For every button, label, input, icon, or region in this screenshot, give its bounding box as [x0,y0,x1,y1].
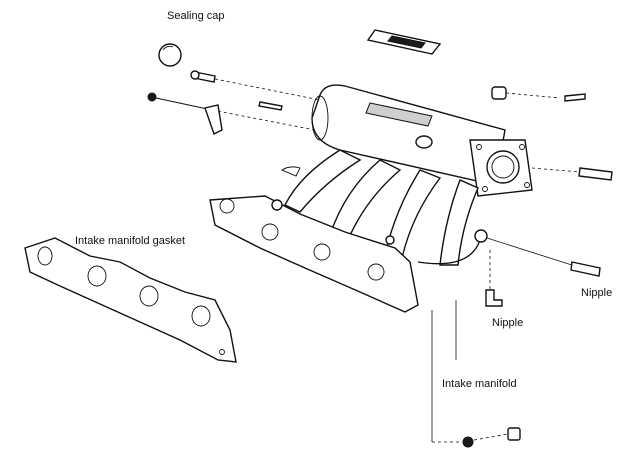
manifold-leaders [431,300,521,448]
upper-bolt-1 [190,70,321,101]
nipple-right-label: Nipple [581,287,613,299]
nipple-mid-label: Nipple [492,317,524,329]
sealing-cap-label: Sealing cap [167,10,225,22]
small-bracket-part [204,101,283,135]
label-plate-part [366,29,442,55]
plenum-boss [415,135,433,149]
manifold-flange [209,195,481,313]
intake-manifold-label: Intake manifold [442,378,517,390]
sealing-cap-part [158,43,182,67]
intake-manifold-gasket-label: Intake manifold gasket [75,235,186,247]
nipple-mid-part [485,250,503,307]
nipple-right-part [474,229,601,277]
throttle-flange [469,139,613,197]
right-cap-part [491,86,586,102]
intake-manifold-gasket-part [24,237,237,363]
upper-bolt-2 [147,92,471,161]
